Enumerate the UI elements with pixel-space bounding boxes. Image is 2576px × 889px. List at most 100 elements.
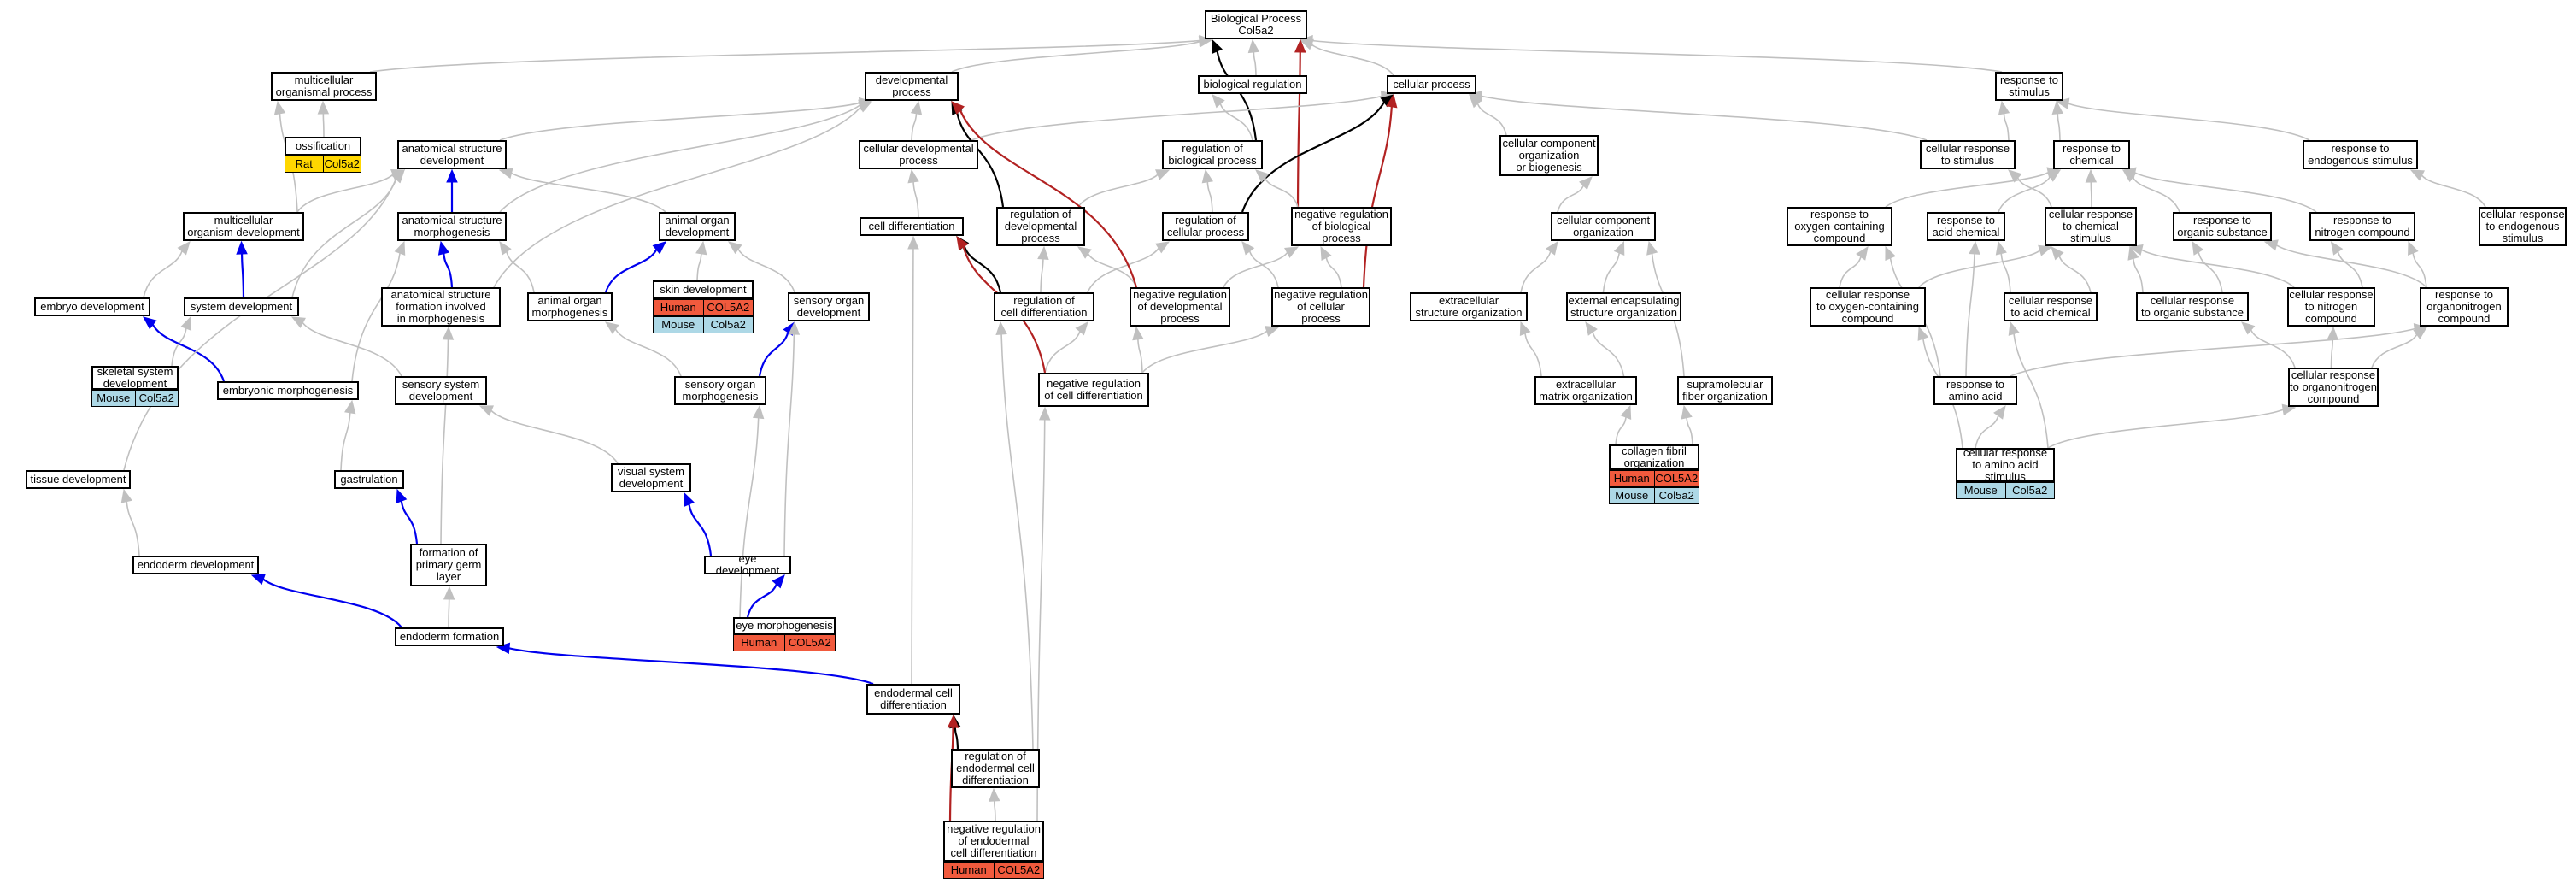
relation-edge [604, 249, 658, 293]
go-term-node[interactable]: multicellular organism development [183, 212, 304, 241]
species-label: Human [733, 634, 785, 651]
go-term-node[interactable]: developmental process [865, 72, 959, 101]
go-term-node[interactable]: regulation of endodermal cell differenti… [951, 749, 1040, 788]
go-term-node[interactable]: anatomical structure morphogenesis [397, 212, 507, 241]
species-label: Human [653, 299, 704, 316]
gene-label: COL5A2 [994, 862, 1044, 879]
go-term-node[interactable]: response to stimulus [1995, 72, 2063, 101]
go-term-node[interactable]: endoderm formation [395, 627, 504, 646]
go-term-node[interactable]: cell differentiation [860, 217, 964, 236]
go-term-node[interactable]: extracellular matrix organization [1534, 376, 1637, 405]
go-term-label: anatomical structure morphogenesis [397, 212, 507, 241]
relation-edge [912, 181, 919, 218]
go-term-node[interactable]: visual system development [611, 463, 691, 492]
go-term-node[interactable]: supramolecular fiber organization [1677, 376, 1773, 405]
relation-edge [1965, 253, 1975, 377]
go-term-node[interactable]: system development [184, 297, 299, 316]
go-term-node[interactable]: external encapsulating structure organiz… [1566, 292, 1681, 321]
go-term-node[interactable]: anatomical structure development [397, 140, 507, 169]
arrowhead [437, 240, 450, 256]
go-term-node[interactable]: cellular response to amino acid stimulus… [1956, 447, 2055, 499]
go-term-node[interactable]: negative regulation of cell differentiat… [1038, 373, 1149, 407]
go-term-node[interactable]: animal organ morphogenesis [527, 292, 613, 321]
go-term-node[interactable]: sensory system development [395, 376, 487, 405]
go-term-label: negative regulation of cellular process [1271, 287, 1370, 327]
gene-label: Col5a2 [703, 316, 754, 333]
go-term-node[interactable]: response to organic substance [2173, 212, 2272, 241]
go-term-node[interactable]: Biological Process Col5a2 [1205, 10, 1307, 39]
go-term-node[interactable]: formation of primary germ layer [410, 544, 487, 586]
go-term-node[interactable]: response to acid chemical [1927, 212, 2005, 241]
relation-edge [2047, 409, 2284, 449]
relation-edge [2057, 113, 2061, 141]
go-term-node[interactable]: response to nitrogen compound [2309, 212, 2415, 241]
go-term-label: cellular response to nitrogen compound [2287, 287, 2375, 327]
relation-edge [2090, 181, 2092, 208]
go-term-node[interactable]: cellular response to nitrogen compound [2287, 287, 2375, 327]
go-term-node[interactable]: negative regulation of cellular process [1271, 287, 1370, 327]
arrowhead [1077, 246, 1092, 259]
go-term-node[interactable]: cellular response to organonitrogen comp… [2288, 368, 2379, 407]
relation-edge [369, 39, 1200, 73]
go-term-node[interactable]: endodermal cell differentiation [866, 684, 960, 715]
go-term-node[interactable]: response to chemical [2053, 140, 2130, 169]
go-term-node[interactable]: multicellular organismal process [271, 72, 377, 101]
go-term-node[interactable]: response to oxygen-containing compound [1787, 207, 1892, 246]
go-term-label: eye development [704, 553, 791, 577]
go-term-label: response to nitrogen compound [2309, 212, 2415, 241]
arrowhead [1241, 241, 1255, 256]
relation-edge [2141, 249, 2295, 288]
go-term-node[interactable]: response to amino acid [1933, 376, 2017, 405]
go-term-node[interactable]: cellular response to stimulus [1920, 140, 2016, 169]
go-term-node[interactable]: biological regulation [1198, 75, 1307, 94]
go-term-node[interactable]: response to endogenous stimulus [2303, 140, 2418, 169]
species-label: Mouse [91, 390, 136, 407]
go-term-label: anatomical structure development [397, 140, 507, 169]
go-term-node[interactable]: regulation of biological process [1162, 140, 1263, 169]
go-term-node[interactable]: regulation of cellular process [1162, 212, 1249, 241]
go-term-node[interactable]: response to organonitrogen compound [2420, 287, 2509, 327]
go-term-node[interactable]: sensory organ morphogenesis [674, 376, 766, 405]
go-term-node[interactable]: cellular component organization or bioge… [1499, 135, 1599, 176]
arrowhead [684, 492, 695, 507]
go-term-node[interactable]: negative regulation of biological proces… [1291, 207, 1392, 246]
go-term-node[interactable]: sensory organ development [788, 292, 870, 321]
go-term-node[interactable]: extracellular structure organization [1410, 292, 1528, 321]
go-term-node[interactable]: regulation of developmental process [996, 207, 1085, 246]
go-term-node[interactable]: cellular response to organic substance [2136, 292, 2249, 321]
relation-edge [1206, 181, 1213, 213]
relation-edge [340, 412, 351, 471]
gene-label: Col5a2 [1654, 487, 1699, 504]
go-term-node[interactable]: cellular response to chemical stimulus [2045, 207, 2137, 246]
species-label: Human [1609, 470, 1655, 487]
go-term-node[interactable]: endoderm development [132, 556, 259, 574]
go-term-node[interactable]: gastrulation [334, 470, 404, 489]
go-term-node[interactable]: negative regulation of developmental pro… [1130, 287, 1230, 327]
go-term-node[interactable]: anatomical structure formation involved … [381, 287, 501, 327]
go-term-node[interactable]: cellular response to acid chemical [2004, 292, 2098, 321]
go-term-node[interactable]: cellular developmental process [859, 140, 978, 169]
go-term-node[interactable]: embryonic morphogenesis [217, 381, 359, 400]
go-term-node[interactable]: tissue development [26, 470, 131, 489]
go-term-label: response to organic substance [2173, 212, 2272, 241]
go-term-node[interactable]: cellular response to endogenous stimulus [2479, 207, 2567, 246]
go-term-node[interactable]: cellular response to oxygen-containing c… [1810, 287, 1926, 327]
go-term-node[interactable]: cellular component organization [1551, 212, 1656, 241]
go-term-node[interactable]: regulation of cell differentiation [994, 292, 1094, 321]
go-term-node[interactable]: embryo development [34, 297, 150, 316]
go-term-node[interactable]: eye development [704, 553, 791, 577]
go-term-node[interactable]: cellular process [1387, 75, 1476, 94]
arrowhead [1386, 93, 1398, 109]
go-term-node[interactable]: animal organ development [659, 212, 736, 241]
relation-edge [2000, 253, 2011, 293]
go-term-node[interactable]: negative regulation of endodermal cell d… [943, 821, 1044, 879]
relation-edge [1975, 415, 1999, 449]
